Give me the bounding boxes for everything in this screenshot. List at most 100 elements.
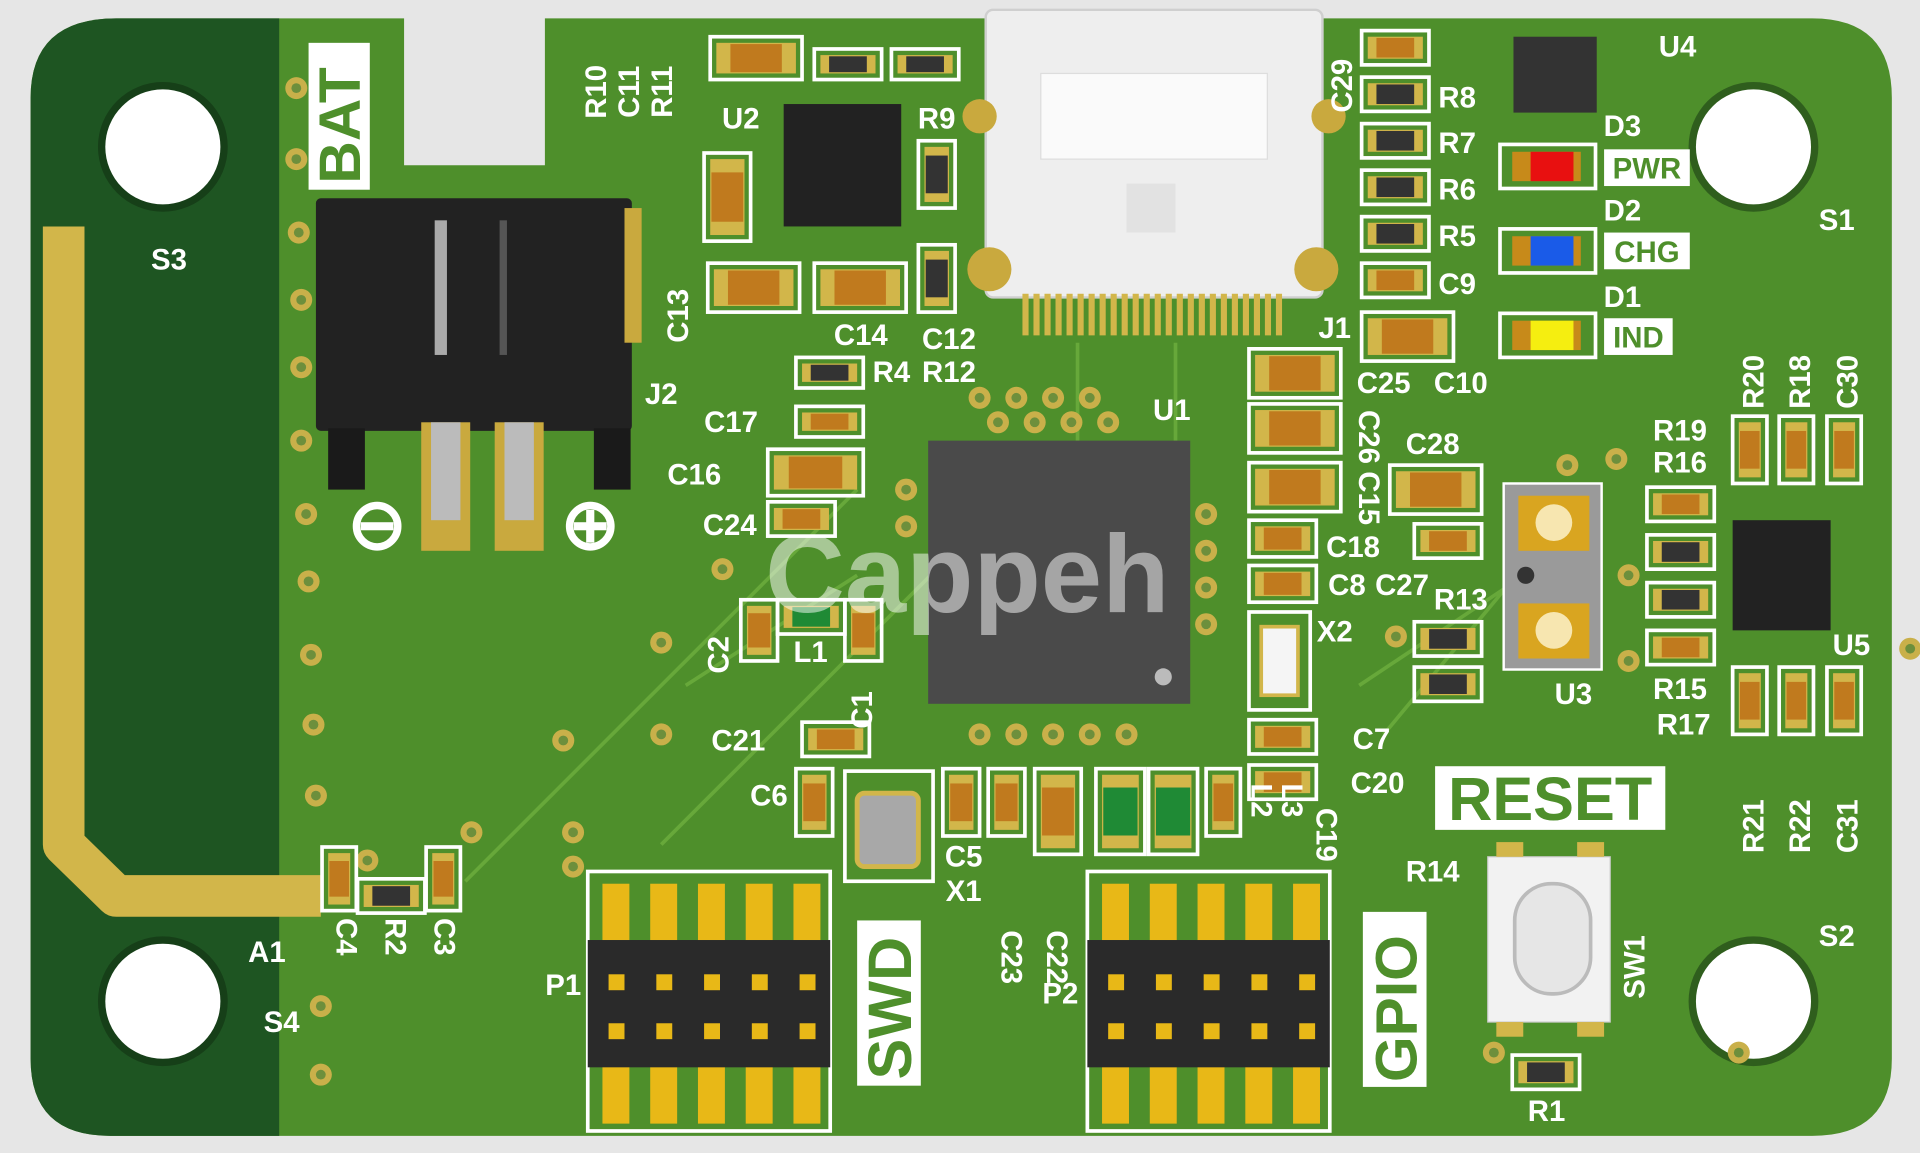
silkscreen-label: C29 <box>1326 59 1359 113</box>
capacitor <box>986 766 1027 838</box>
silkscreen-label: C20 <box>1351 767 1405 800</box>
silkscreen-label: C30 <box>1832 355 1865 409</box>
silkscreen-label: J2 <box>645 378 678 411</box>
usb-pin <box>1088 293 1095 336</box>
resistor <box>1645 533 1717 571</box>
header-body <box>587 940 831 1068</box>
silkscreen-label: R14 <box>1406 855 1461 888</box>
silkscreen-label: C1 <box>846 691 879 729</box>
capacitor <box>794 766 835 838</box>
resistor <box>1645 580 1717 619</box>
plus-polarity-mark: ⊕ <box>560 485 620 564</box>
usb-pin <box>1242 293 1249 336</box>
capacitor <box>1359 261 1431 300</box>
silkscreen-label: R22 <box>1784 799 1817 853</box>
silkscreen-label: C23 <box>995 930 1028 984</box>
capacitor <box>1247 563 1319 605</box>
usb-pin <box>1143 293 1150 336</box>
silkscreen-label: R21 <box>1737 799 1770 853</box>
bat-label-bg <box>308 42 370 190</box>
gpio-label: GPIO <box>1365 935 1430 1082</box>
capacitor <box>1359 28 1431 67</box>
usb-pin <box>1154 293 1161 336</box>
chip-u2 <box>783 104 902 227</box>
silkscreen-label: C13 <box>662 289 695 343</box>
capacitor <box>1825 665 1864 737</box>
capacitor <box>1645 628 1717 667</box>
silkscreen-label: C24 <box>703 509 758 542</box>
silkscreen-label: C11 <box>613 66 646 118</box>
header-pin <box>1155 974 1172 991</box>
mounting-hole <box>1695 943 1812 1059</box>
led-d2-chg <box>1498 227 1598 275</box>
chip-u4 <box>1513 36 1597 113</box>
silkscreen-label: R1 <box>1528 1095 1566 1128</box>
gpio-label-bg <box>1362 911 1427 1087</box>
silkscreen-label: R7 <box>1438 127 1476 160</box>
resistor <box>1359 75 1431 114</box>
pin-header-p1[interactable] <box>585 869 833 1133</box>
silkscreen-label: U3 <box>1555 678 1593 711</box>
silkscreen-label: C17 <box>704 406 758 439</box>
silkscreen-label: L3 <box>1275 783 1308 817</box>
silkscreen-label: R9 <box>918 103 956 136</box>
reset-button-sw1[interactable] <box>1487 842 1611 1037</box>
silkscreen-label: D2 <box>1604 194 1642 227</box>
capacitor <box>941 766 982 838</box>
silkscreen-label: L2 <box>1244 783 1277 817</box>
resistor <box>916 138 957 210</box>
silkscreen-label: X2 <box>1317 615 1353 648</box>
silkscreen-label: R8 <box>1438 82 1476 115</box>
silkscreen-label: U5 <box>1833 629 1871 662</box>
header-pin <box>1299 974 1316 991</box>
resistor <box>1359 214 1431 253</box>
led-label-box <box>1604 149 1690 187</box>
capacitor <box>765 447 866 498</box>
capacitor <box>1247 402 1343 455</box>
silkscreen-label: R4 <box>873 356 911 389</box>
usb-pin <box>1165 293 1172 336</box>
silkscreen-label: R15 <box>1653 673 1707 706</box>
inductor <box>775 597 847 636</box>
pin-header-p2[interactable] <box>1085 869 1332 1133</box>
battery-connector-j2[interactable] <box>315 198 642 551</box>
header-pin <box>1155 1023 1172 1040</box>
silkscreen-label: U1 <box>1153 394 1191 427</box>
usb-pin <box>1110 293 1117 336</box>
usb-pin <box>1264 293 1272 336</box>
mounting-hole <box>105 943 221 1059</box>
mounting-holes <box>97 82 1819 1067</box>
capacitor <box>1032 766 1084 857</box>
silkscreen-label: U4 <box>1659 30 1697 63</box>
pin1-marker <box>1154 668 1172 686</box>
capacitor <box>1247 763 1319 802</box>
silkscreen-label: D1 <box>1604 281 1642 314</box>
sensor-u3 <box>1502 482 1603 671</box>
header-pin <box>751 974 768 991</box>
silkscreen-label: C9 <box>1438 268 1476 301</box>
silkscreen-label: C3 <box>428 918 461 956</box>
resistor <box>1359 121 1431 160</box>
silkscreen-label: P1 <box>545 969 581 1002</box>
header-pin <box>1203 974 1220 991</box>
led-d3-pwr <box>1498 142 1598 191</box>
usb-c-connector-j1[interactable] <box>962 8 1346 336</box>
header-body <box>1087 940 1330 1068</box>
led-label-box <box>1604 318 1673 355</box>
capacitor <box>1247 717 1319 756</box>
resistor <box>812 47 884 82</box>
header-pin <box>1108 1023 1125 1040</box>
header-pin <box>608 974 625 991</box>
capacitor <box>1412 522 1484 560</box>
capacitor <box>1387 463 1484 516</box>
silkscreen-label: R16 <box>1653 446 1707 479</box>
header-pin <box>608 1023 625 1040</box>
silkscreen-label: S2 <box>1819 920 1855 953</box>
capacitor <box>794 404 866 439</box>
resistor <box>889 47 961 82</box>
silkscreen-label: A1 <box>248 936 286 969</box>
reset-label: RESET <box>1448 765 1652 833</box>
silkscreen-label: C28 <box>1406 428 1460 461</box>
silkscreen-label: C16 <box>667 459 721 492</box>
